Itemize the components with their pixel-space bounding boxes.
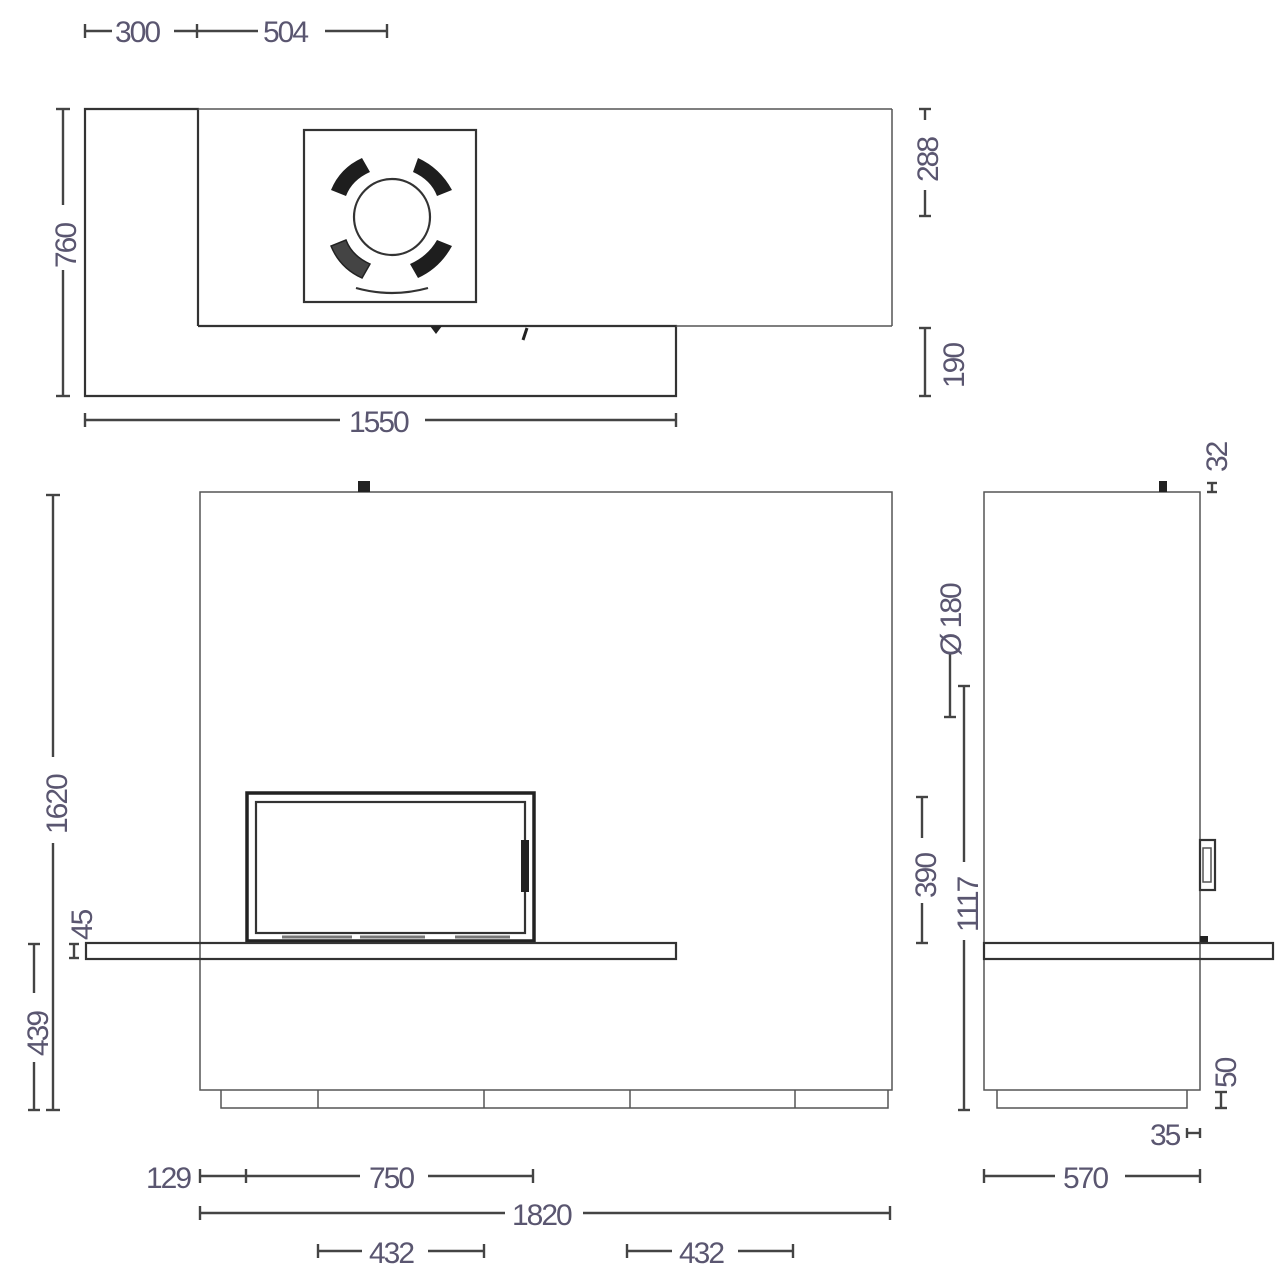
top-view-outline [83, 107, 893, 398]
dim-front-heights [28, 493, 79, 1112]
dim-label-504: 504 [263, 16, 308, 49]
dim-label-190: 190 [938, 343, 971, 388]
front-plinth [220, 1090, 889, 1109]
dim-label-300: 300 [115, 16, 160, 49]
dim-label-1117: 1117 [952, 876, 985, 932]
dim-label-390: 390 [910, 853, 943, 898]
shelf-side [982, 941, 1275, 961]
dim-label-129: 129 [146, 1162, 191, 1195]
flue-marker-icon [1159, 481, 1167, 492]
top-view-insert [302, 128, 478, 304]
fireplace-insert-side [1198, 838, 1217, 943]
dim-top-depths [56, 107, 931, 398]
flue-marker-icon [358, 481, 370, 492]
top-view: 300 504 [50, 16, 971, 439]
front-view: 1620 45 439 129 750 1820 432 432 [22, 481, 893, 1270]
dim-top-width-offsets [83, 24, 389, 38]
flue-circle-icon [352, 177, 432, 257]
dim-label-432-left: 432 [369, 1237, 414, 1270]
dim-top-shelf-width [83, 413, 678, 427]
dim-front-widths [198, 1169, 892, 1258]
dim-label-32: 32 [1201, 441, 1234, 472]
dim-label-570: 570 [1063, 1162, 1108, 1195]
fireplace-insert-front [245, 791, 536, 943]
dim-label-1550: 1550 [349, 406, 409, 439]
dim-label-760: 760 [50, 223, 83, 268]
dim-label-1620: 1620 [41, 774, 74, 834]
dim-side [916, 481, 1227, 1183]
dim-label-35: 35 [1150, 1119, 1181, 1152]
dim-label-750: 750 [369, 1162, 414, 1195]
wall-side [983, 491, 1201, 1091]
dim-label-439: 439 [22, 1011, 55, 1056]
side-view: 32 Ø 180 1117 390 50 35 570 [910, 441, 1275, 1195]
marker-icon [430, 326, 442, 334]
dim-label-432-right: 432 [679, 1237, 724, 1270]
dim-label-diameter-180: Ø 180 [935, 583, 968, 656]
wall-panel [199, 491, 893, 1091]
door-handle-icon [521, 840, 529, 892]
dim-label-45: 45 [66, 909, 99, 940]
dim-label-50: 50 [1210, 1057, 1243, 1088]
dim-label-1820: 1820 [512, 1199, 572, 1232]
dim-label-288: 288 [912, 137, 945, 182]
shelf-front [84, 941, 678, 961]
